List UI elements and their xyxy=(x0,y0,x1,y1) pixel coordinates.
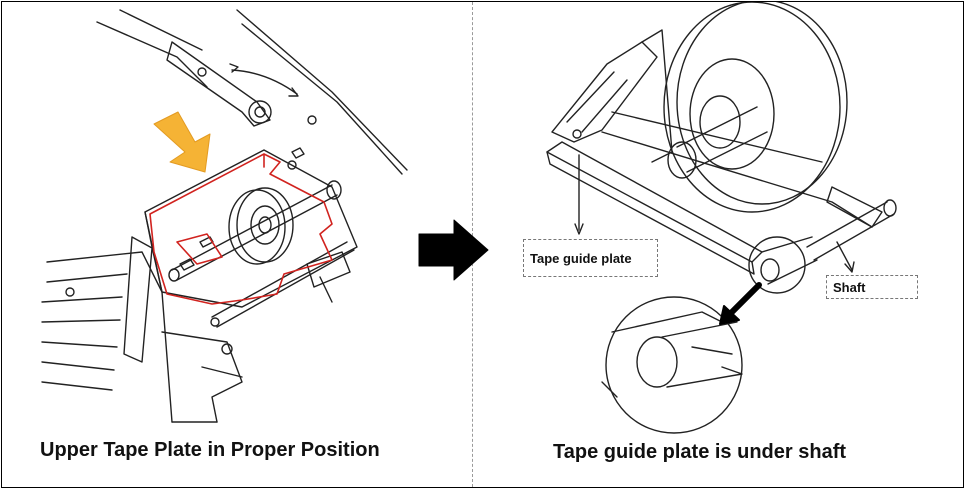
shaft-label: Shaft xyxy=(833,279,866,295)
left-caption: Upper Tape Plate in Proper Position xyxy=(40,439,380,461)
zoom-arrow-icon xyxy=(719,282,762,325)
right-arrow-icon xyxy=(418,219,489,281)
right-printer-illustration xyxy=(546,2,897,434)
left-printer-illustration xyxy=(41,9,408,423)
right-caption: Tape guide plate is under shaft xyxy=(553,441,847,463)
tape-guide-plate-label: Tape guide plate xyxy=(530,250,632,266)
shaft-callout: Shaft xyxy=(826,275,918,299)
tape-guide-plate-callout: Tape guide plate xyxy=(523,239,658,277)
down-right-arrow-icon xyxy=(153,111,211,173)
upper-tape-plate-outline xyxy=(149,153,333,305)
